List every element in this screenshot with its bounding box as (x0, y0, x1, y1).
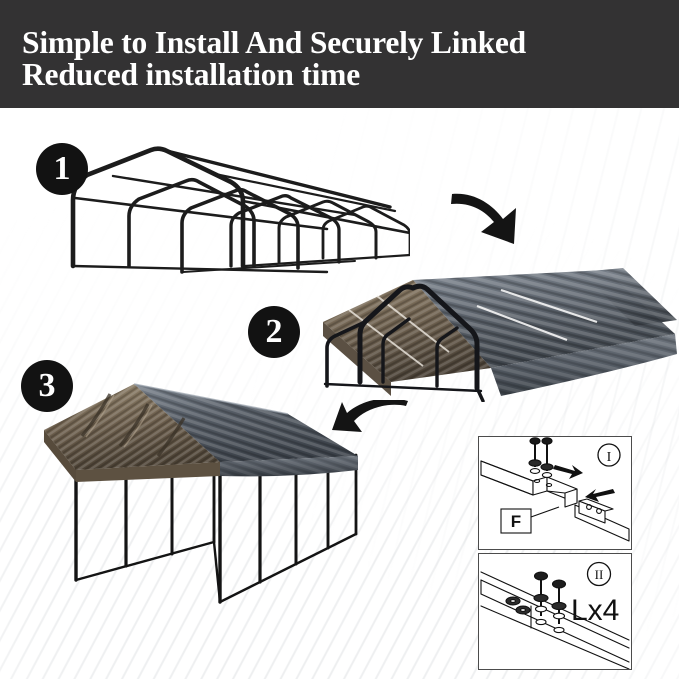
step-badge-1-number: 1 (53, 150, 71, 187)
step-3-complete-illustration (38, 370, 378, 615)
arrow-step2-to-step3-icon (330, 400, 410, 454)
detail-panel-2-label: II (595, 567, 604, 582)
header-title-line2: Reduced installation time (22, 57, 360, 92)
arrow-step1-to-step2-icon (448, 186, 528, 248)
header-bar: Simple to Install And Securely Linked Re… (0, 0, 679, 108)
step-2-roof-illustration (305, 262, 679, 402)
step-badge-3-number: 3 (38, 367, 56, 404)
detail-panel-1-label: I (607, 450, 612, 465)
step-badge-2: 2 (248, 306, 300, 358)
step-1-frame-illustration (55, 138, 410, 278)
detail-panel-2-quantity: Lx4 (571, 594, 619, 627)
detail-panel-1-callout: F (511, 512, 521, 531)
header-title-line1: Simple to Install And Securely Linked (22, 25, 526, 60)
detail-panel-1: F I (478, 436, 632, 550)
detail-panel-2: Lx4 II (478, 553, 632, 670)
step-badge-1: 1 (36, 143, 88, 195)
step-badge-2-number: 2 (265, 313, 283, 350)
step-badge-3: 3 (21, 360, 73, 412)
